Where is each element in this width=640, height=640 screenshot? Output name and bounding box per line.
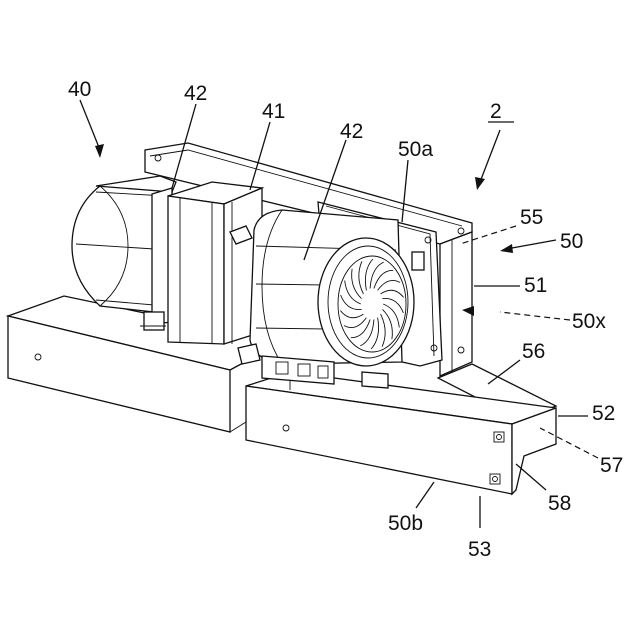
label-50b: 50b [388, 512, 423, 535]
label-50x: 50x [572, 310, 606, 333]
label-55: 55 [520, 206, 543, 229]
label-42-left: 42 [184, 82, 207, 105]
label-51: 51 [524, 274, 547, 297]
label-57: 57 [600, 454, 623, 477]
label-50: 50 [560, 230, 583, 253]
label-42-right: 42 [340, 120, 363, 143]
label-41: 41 [262, 100, 285, 123]
motor-block-41 [168, 182, 262, 344]
label-52: 52 [592, 402, 615, 425]
housing-body [440, 232, 472, 376]
label-40: 40 [68, 78, 91, 101]
label-53: 53 [468, 538, 491, 561]
label-58: 58 [548, 492, 571, 515]
label-56: 56 [522, 340, 545, 363]
label-2: 2 [490, 100, 502, 123]
fan-inlet [318, 238, 414, 366]
label-50a: 50a [398, 138, 433, 161]
